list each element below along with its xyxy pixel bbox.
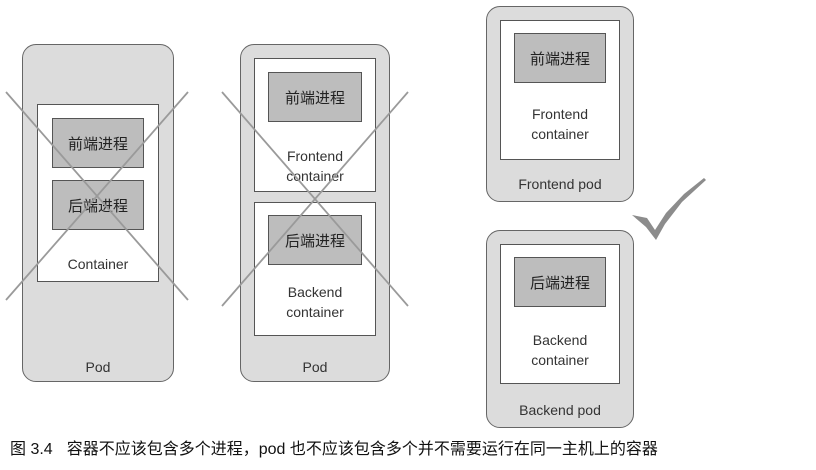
process-backend: 后端进程 [52, 180, 144, 230]
backend-container-label: Backend container [254, 282, 376, 322]
backend-pod-container-label-line2: container [531, 352, 589, 368]
frontend-pod-container-label-line2: container [531, 126, 589, 142]
check-icon [632, 178, 706, 240]
pod-label: Pod [85, 359, 111, 375]
backend-pod-process: 后端进程 [514, 257, 606, 307]
figure-caption: 图 3.4 容器不应该包含多个进程，pod 也不应该包含多个并不需要运行在同一主机… [10, 435, 658, 459]
backend-container-label-line2: container [286, 304, 344, 320]
frontend-pod-label: Frontend pod [518, 176, 602, 192]
process-frontend: 前端进程 [52, 118, 144, 168]
pod-label-multi: Pod [302, 359, 328, 375]
container-label: Container [67, 256, 129, 272]
frontend-container-label-line1: Frontend [286, 148, 344, 164]
caption-text: 容器不应该包含多个进程，pod 也不应该包含多个并不需要运行在同一主机上的容器 [66, 441, 658, 458]
frontend-pod-container-label-line1: Frontend [531, 106, 589, 122]
frontend-container-label-line2: container [286, 168, 344, 184]
backend-pod-container-label: Backend container [500, 330, 620, 370]
frontend-process: 前端进程 [268, 72, 362, 122]
backend-process: 后端进程 [268, 215, 362, 265]
caption-number: 图 3.4 [10, 441, 53, 458]
frontend-container-label: Frontend container [254, 146, 376, 186]
backend-pod-label: Backend pod [519, 402, 601, 418]
frontend-pod-container-label: Frontend container [500, 104, 620, 144]
backend-container-label-line1: Backend [287, 284, 343, 300]
frontend-pod-process: 前端进程 [514, 33, 606, 83]
backend-pod-container-label-line1: Backend [532, 332, 588, 348]
